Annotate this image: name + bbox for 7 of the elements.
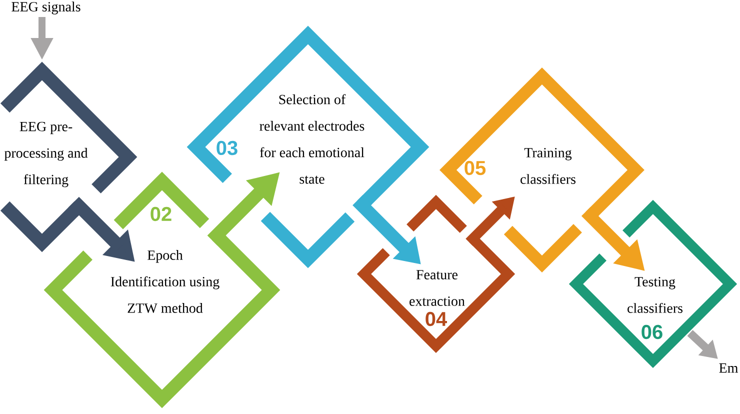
step-number: 06 xyxy=(642,324,662,340)
step-number: 03 xyxy=(216,140,238,156)
step-number: 02 xyxy=(150,206,172,222)
output-label: Em xyxy=(719,363,738,373)
step-number: 05 xyxy=(464,160,486,176)
input-label: EEG signals xyxy=(12,2,80,14)
step-number: 04 xyxy=(426,312,447,326)
